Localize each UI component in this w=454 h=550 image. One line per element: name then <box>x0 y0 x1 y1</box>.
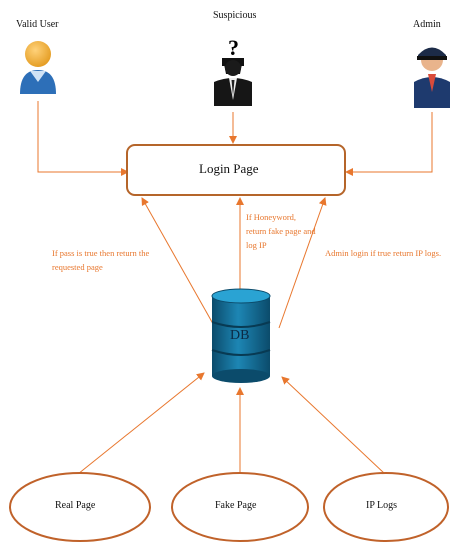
login-page-label: Login Page <box>199 161 259 176</box>
ip-logs-label: IP Logs <box>366 500 398 511</box>
fake-page-node <box>171 472 309 542</box>
arrow-admin-to-login <box>345 112 433 176</box>
question-mark-icon: ? <box>228 35 239 60</box>
arrow-real-page-to-db <box>77 372 205 475</box>
real-page-label: Real Page <box>55 500 96 511</box>
arrow-db-to-login-left <box>141 197 213 323</box>
ip-logs-node <box>323 472 449 542</box>
login-page-box <box>126 144 346 196</box>
fake-page-label: Fake Page <box>215 500 257 511</box>
arrow-ip-logs-to-db <box>281 376 386 475</box>
real-page-node <box>9 472 151 542</box>
suspicious-label: Suspicious <box>213 10 257 21</box>
arrow-valid-user-to-login <box>37 101 129 176</box>
note-right: Admin login if true return IP logs. <box>325 248 442 258</box>
db-label: DB <box>230 328 250 343</box>
database-icon <box>211 288 271 383</box>
suspicious-person-icon <box>214 58 252 106</box>
note-left: If pass is true then return the requeste… <box>52 248 150 272</box>
arrow-db-to-login-right <box>278 197 327 329</box>
valid-user-label: Valid User <box>16 19 59 30</box>
note-middle: If Honeyword, return fake page and log I… <box>246 212 316 250</box>
admin-label: Admin <box>413 19 441 30</box>
admin-icon <box>414 47 450 108</box>
valid-user-icon <box>20 41 56 94</box>
